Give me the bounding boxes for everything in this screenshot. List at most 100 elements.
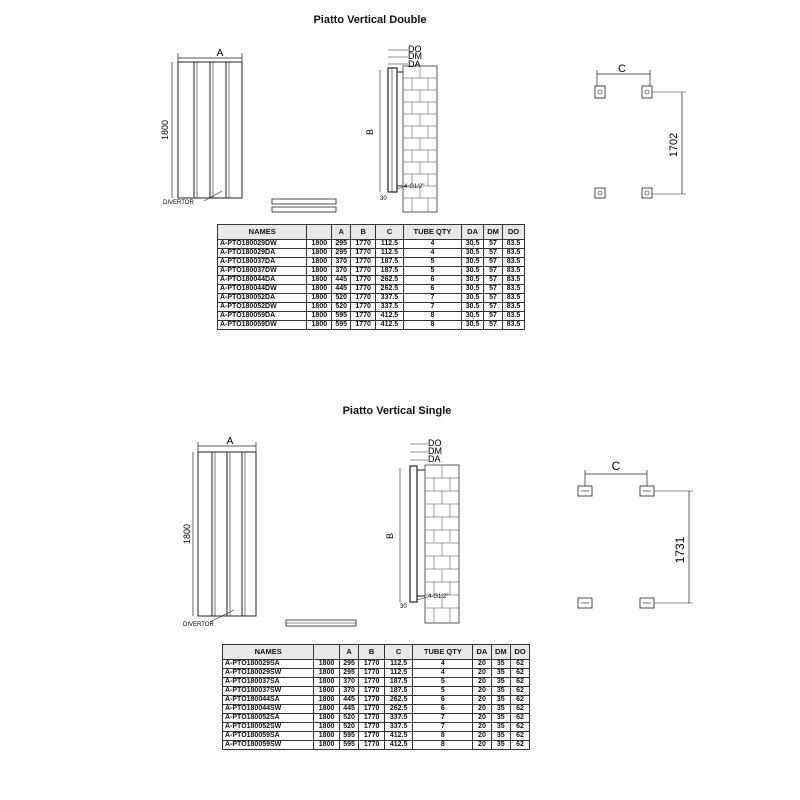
side-view: DO DM DA B 30 4-G1/2" (365, 44, 438, 213)
table-cell: 30.5 (461, 302, 485, 312)
table-cell: 1770 (350, 293, 377, 303)
table-cell: 262.5 (375, 275, 404, 285)
table-header-cell: DA (472, 644, 492, 660)
table-cell: 6 (412, 695, 474, 705)
table-cell: 295 (338, 659, 360, 669)
table-cell: 8 (402, 311, 463, 321)
table-cell: 112.5 (383, 659, 414, 669)
table-cell: 62 (510, 677, 530, 687)
table-cell: 6 (402, 284, 463, 294)
model-name-cell: A-PTO180029DW (216, 239, 308, 249)
table-cell: 7 (412, 713, 474, 723)
divertor-label: DIVERTOR (183, 622, 214, 628)
table-cell: 30.5 (461, 320, 485, 330)
table-cell: 20 (472, 695, 492, 705)
table-cell: 1770 (350, 302, 377, 312)
bracket-hole (644, 190, 650, 196)
bottom-left-bracket (594, 187, 606, 199)
table-cell: 62 (510, 731, 530, 741)
table-cell: 62 (510, 668, 530, 678)
table-cell: 1770 (358, 722, 385, 732)
model-name-cell: A-PTO180059SA (221, 731, 315, 741)
table-header-cell: A (338, 644, 360, 660)
bottom-right-bracket (641, 187, 653, 199)
table-cell: 337.5 (375, 302, 404, 312)
table-cell: 187.5 (383, 677, 414, 687)
table-cell: 83.5 (502, 257, 525, 267)
table-cell: 30.5 (461, 248, 485, 258)
divertor-leader (209, 609, 235, 623)
table-header-cell (306, 224, 333, 240)
bracket-hole (644, 89, 650, 95)
table-cell: 262.5 (375, 284, 404, 294)
side-view: DO DM DA B 30 4-G1/2" (385, 438, 460, 624)
thread-leader (396, 185, 407, 190)
table-header-cell: B (358, 644, 385, 660)
table-cell: 35 (490, 713, 512, 723)
model-name-cell: A-PTO180037SW (221, 686, 315, 696)
table-cell: 1800 (313, 731, 340, 741)
table-cell: 83.5 (502, 248, 525, 258)
table-cell: 62 (510, 722, 530, 732)
table-cell: 62 (510, 695, 530, 705)
table-cell: 83.5 (502, 311, 525, 321)
table-cell: 412.5 (383, 740, 414, 750)
offset-label: 30 (400, 604, 407, 610)
table-cell: 1800 (313, 704, 340, 714)
table-cell: 83.5 (502, 302, 525, 312)
table-cell: 370 (331, 266, 352, 276)
table-cell: 1770 (350, 257, 377, 267)
table-cell: 7 (402, 302, 463, 312)
b-label: B (365, 129, 375, 135)
dm-label: DM (408, 51, 422, 61)
do-label: DO (408, 44, 422, 54)
table-cell: 595 (331, 320, 352, 330)
table-header-cell: NAMES (221, 644, 315, 660)
radiator-side-profile (387, 67, 398, 193)
table-cell: 1800 (306, 284, 333, 294)
table-cell: 1770 (350, 239, 377, 249)
table-cell: 35 (490, 740, 512, 750)
table-cell: 1800 (306, 302, 333, 312)
table-cell: 83.5 (502, 275, 525, 285)
table-header-cell: A (331, 224, 352, 240)
table-cell: 83.5 (502, 293, 525, 303)
table-cell: 1770 (350, 284, 377, 294)
table-cell: 445 (338, 704, 360, 714)
da-label: DA (428, 454, 441, 464)
table-header-cell: B (350, 224, 377, 240)
table-cell: 20 (472, 677, 492, 687)
bracket-hole (597, 190, 603, 196)
table-header-cell: C (375, 224, 404, 240)
table-cell: 20 (472, 713, 492, 723)
table-cell: 337.5 (375, 293, 404, 303)
model-name-cell: A-PTO180059SW (221, 740, 315, 750)
table-header-cell: TUBE QTY (412, 644, 474, 660)
table-cell: 57 (483, 302, 504, 312)
thread-label: 4-G1/2" (404, 184, 424, 190)
section-single: Piatto Vertical Single A 1800 DIVERTOR (0, 400, 800, 800)
table-cell: 1770 (358, 695, 385, 705)
thread-label: 4-G1/2" (428, 594, 448, 600)
model-name-cell: A-PTO180037SA (221, 677, 315, 687)
table-cell: 595 (338, 731, 360, 741)
table-cell: 57 (483, 284, 504, 294)
table-cell: 1800 (313, 722, 340, 732)
table-cell: 112.5 (383, 668, 414, 678)
table-cell: 1770 (358, 704, 385, 714)
do-label: DO (428, 438, 442, 448)
table-cell: 57 (483, 266, 504, 276)
divertor-label: DIVERTOR (163, 200, 194, 206)
table-cell: 35 (490, 668, 512, 678)
table-header-cell: DA (461, 224, 485, 240)
model-name-cell: A-PTO180044DW (216, 284, 308, 294)
